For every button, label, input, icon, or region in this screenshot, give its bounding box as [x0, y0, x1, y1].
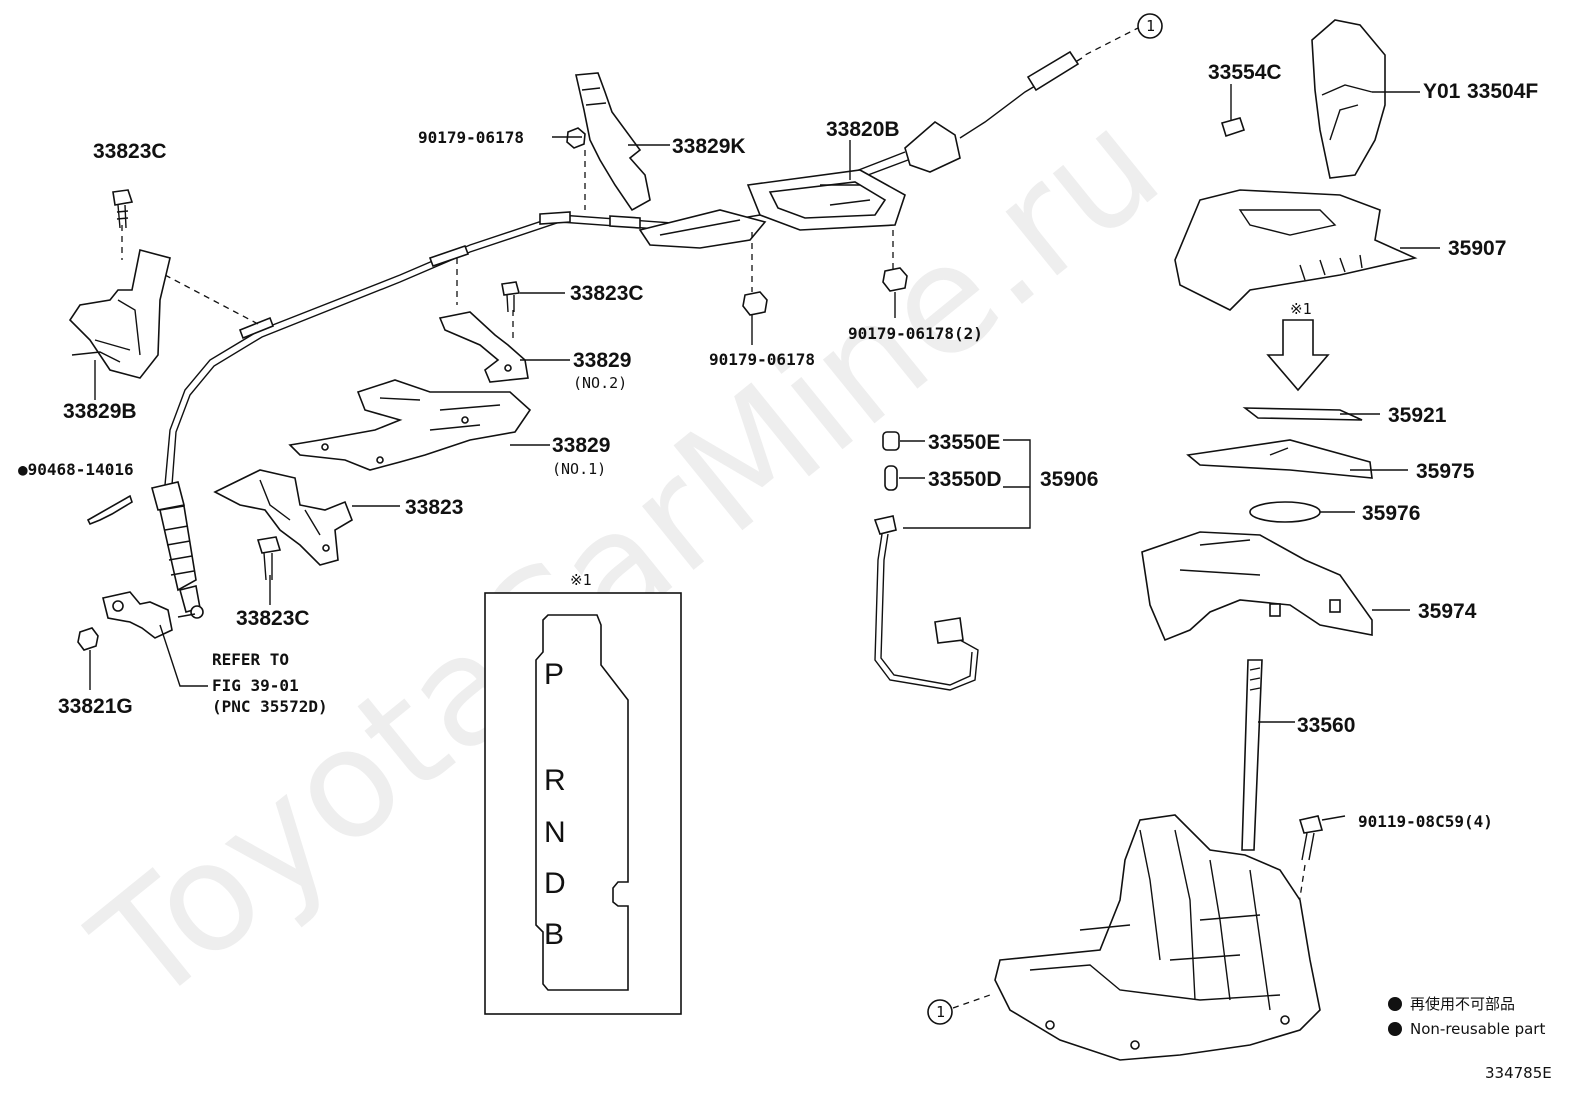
label-33829b: 33829B [63, 400, 137, 423]
gate-letter-p: P [544, 658, 564, 691]
svg-text:1: 1 [936, 1003, 945, 1021]
bolt-33823c-bottom [256, 536, 282, 581]
clip-33554c [1220, 84, 1246, 138]
label-33550d: 33550D [928, 468, 1002, 491]
label-90179-06178-top: 90179-06178 [418, 128, 524, 147]
cable-bracket-33829k [575, 72, 767, 249]
label-33829-no1: 33829 [552, 434, 610, 457]
direction-arrow [1266, 319, 1330, 392]
label-33829-no2-sub: (NO.2) [573, 374, 627, 392]
ref-circle-bottom: 1 [927, 994, 991, 1025]
nut-90179-right [882, 267, 908, 292]
legend-en: Non-reusable part [1410, 1020, 1545, 1038]
label-35907: 35907 [1448, 237, 1506, 260]
shift-lever-base [994, 814, 1321, 1061]
label-33820b: 33820B [826, 118, 900, 141]
clip-90468-14016 [86, 494, 133, 526]
nut-33821g [77, 627, 99, 651]
ref-circle-top: 1 [1137, 13, 1163, 39]
label-33821g: 33821G [58, 695, 133, 718]
label-33823c-top: 33823C [93, 140, 167, 163]
cable-clamp [102, 591, 173, 639]
label-33823: 33823 [405, 496, 463, 519]
label-33829k: 33829K [672, 135, 746, 158]
label-33823c-mid: 33823C [570, 282, 644, 305]
bolt-33823c-top [112, 189, 134, 229]
shift-cable [151, 50, 1083, 619]
label-35906: 35906 [1040, 468, 1098, 491]
arrow-marker: ※1 [1290, 300, 1312, 318]
gate-letter-n: N [544, 816, 566, 849]
nut-90179-mid [742, 291, 768, 316]
label-33554c: 33554C [1208, 61, 1282, 84]
bolt-33823c-mid [501, 281, 521, 313]
svg-text:1: 1 [1146, 17, 1155, 35]
label-90468-14016: ●90468-14016 [18, 460, 134, 479]
label-35975: 35975 [1416, 460, 1475, 483]
bulb-33550d [884, 465, 898, 491]
label-33504f: 33504F [1467, 80, 1538, 103]
label-35974: 35974 [1418, 600, 1477, 623]
label-90119-08c59: 90119-08C59(4) [1358, 812, 1493, 831]
bracket-33823 [213, 469, 353, 566]
bezel-35907 [1174, 189, 1418, 311]
indicator-35976 [1249, 501, 1321, 523]
label-33829-no1-sub: (NO.1) [552, 460, 606, 478]
nut-90179-top [566, 127, 586, 149]
label-refer-fig: FIG 39-01 [212, 676, 299, 695]
label-90179-06178-right: 90179-06178(2) [848, 324, 983, 343]
label-33823c-bottom: 33823C [236, 607, 310, 630]
diagram-id: 334785E [1485, 1064, 1552, 1082]
shift-lever-cable-housing [746, 169, 906, 231]
bracket-33829-no1 [288, 379, 532, 471]
legend: 再使用不可部品 Non-reusable part [1388, 995, 1545, 1038]
inset-gate-plate: P R N D B [484, 592, 682, 1015]
label-y01: Y01 [1423, 80, 1461, 103]
label-33829-no2: 33829 [573, 349, 631, 372]
shift-knob-33504f [1311, 19, 1386, 179]
inset-marker: ※1 [570, 571, 592, 589]
legend-jp: 再使用不可部品 [1410, 995, 1515, 1013]
plate-35921 [1242, 407, 1363, 421]
bulb-33550e [882, 431, 900, 451]
label-35921: 35921 [1388, 404, 1447, 427]
gate-letter-b: B [544, 918, 564, 951]
label-33560: 33560 [1297, 714, 1355, 737]
label-90179-06178-mid: 90179-06178 [709, 350, 815, 369]
bolt-90119 [1294, 815, 1324, 931]
bracket-33829-no2 [438, 311, 529, 383]
gate-letter-d: D [544, 867, 566, 900]
socket-wire-35906 [873, 515, 979, 691]
label-refer-to: REFER TO [212, 650, 289, 669]
label-refer-pnc: (PNC 35572D) [212, 697, 328, 716]
indicator-35975 [1186, 439, 1373, 479]
label-35976: 35976 [1362, 502, 1420, 525]
bracket-33829b [68, 249, 171, 379]
housing-35974 [1141, 531, 1373, 642]
label-33550e: 33550E [928, 431, 1000, 454]
shift-lever-33560 [1241, 659, 1263, 851]
gate-letter-r: R [544, 764, 566, 797]
